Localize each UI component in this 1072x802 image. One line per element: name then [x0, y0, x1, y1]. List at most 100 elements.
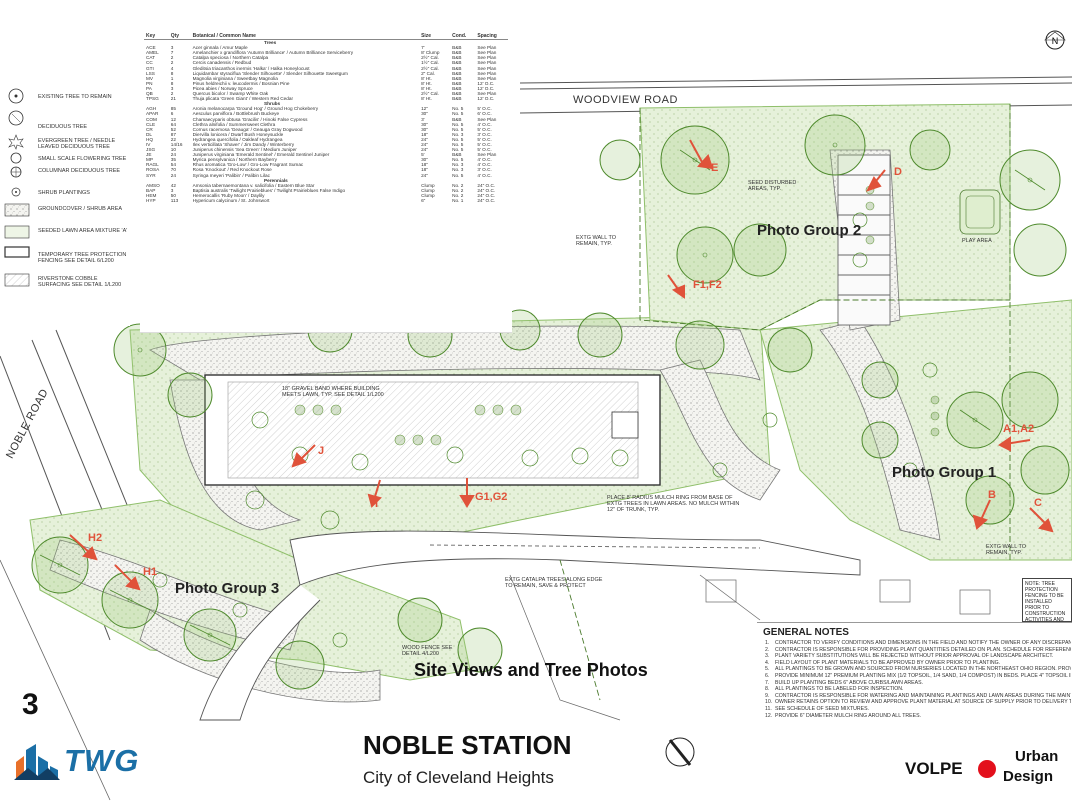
table-cell: 5' O.C.: [477, 147, 492, 153]
view-marker: I: [375, 498, 379, 510]
play-area-label: PLAY AREA: [962, 238, 992, 244]
note-number: 3.: [765, 653, 770, 660]
table-cell: See Plan: [477, 65, 497, 71]
table-cell: B&B: [452, 45, 462, 51]
plant-schedule-column-header: Cond.: [450, 34, 476, 41]
note-number: 4.: [765, 659, 770, 666]
table-cell: 12' O.C.: [477, 96, 495, 102]
table-cell: 4' O.C.: [477, 121, 492, 127]
table-cell: 35: [170, 157, 176, 163]
view-marker: J: [318, 445, 325, 457]
wall-remain-note-2: EXTG WALL TO REMAIN, TYP.: [576, 235, 617, 247]
table-cell: 24": [421, 141, 428, 147]
view-marker: C: [1034, 497, 1042, 509]
list-item: 4.FIELD LAYOUT OF PLANT MATERIALS TO BE …: [765, 660, 1071, 667]
table-cell: Amelanchier x grandiflora 'Autumn Brilli…: [192, 50, 354, 56]
table-cell: CAT: [146, 55, 156, 61]
page-number: 3: [22, 688, 39, 721]
plant-schedule-section: Shrubs: [144, 101, 508, 106]
table-cell: 3: [170, 85, 174, 91]
table-cell: 2½" Cal.: [421, 55, 439, 61]
table-cell: No. 3: [452, 167, 464, 173]
table-cell: 30": [421, 121, 428, 127]
catalpa-note: EXTG CATALPA TREES ALONG EDGE TO REMAIN,…: [505, 577, 603, 589]
table-cell: 6": [421, 198, 426, 203]
cobble-icon: [4, 273, 30, 287]
table-cell: 1½" Cal.: [421, 60, 439, 66]
table-cell: B&B: [452, 85, 462, 91]
table-cell: 7': [421, 45, 425, 51]
table-cell: Clump: [421, 192, 435, 198]
table-cell: No. 2: [452, 187, 464, 193]
view-marker: F1,F2: [693, 279, 722, 291]
legend-label: COLUMNAR DECIDUOUS TREE: [38, 168, 121, 174]
groundcover-icon: [4, 203, 30, 217]
note-number: 12.: [765, 712, 773, 719]
table-cell: 85: [170, 106, 176, 112]
table-cell: Hydrangea quercifolia / Oakleaf Hydrange…: [192, 136, 283, 142]
table-cell: 18": [421, 162, 428, 168]
photo-group-3: Photo Group 3: [175, 580, 280, 597]
view-marker: H1: [143, 566, 158, 578]
table-cell: 5' O.C.: [477, 106, 492, 112]
table-cell: Hemerocallis 'Ruby Moon' / Daylily: [192, 192, 265, 198]
table-cell: No. 5: [452, 172, 464, 178]
table-cell: 54: [170, 162, 176, 168]
table-cell: Amsonia tabernaemontana v. salicifolia /…: [192, 182, 315, 188]
table-cell: See Plan: [477, 75, 497, 81]
table-cell: GTI: [146, 65, 154, 71]
table-cell: Aronia melanocarpa 'Ground Hog' / Ground…: [192, 106, 319, 112]
table-cell: See Plan: [477, 50, 497, 56]
view-marker: H2: [88, 532, 103, 544]
table-cell: AGH: [146, 106, 157, 112]
table-cell: 12": [421, 106, 428, 112]
list-item: 10.OWNER RETAINS OPTION TO REVIEW AND AP…: [765, 699, 1071, 706]
existing-tree-icon: [8, 88, 24, 104]
north-arrow-icon: N: [1044, 30, 1066, 50]
table-cell: 42: [170, 182, 176, 188]
table-cell: Juniperus chinensis 'Sea Green' / Medium…: [192, 147, 297, 153]
table-cell: Aesculus parviflora / Bottlebrush Buckey…: [192, 111, 280, 117]
table-cell: 3' O.C.: [477, 167, 492, 173]
table-cell: 2: [170, 91, 174, 97]
table-cell: 24" O.C.: [477, 192, 496, 198]
table-cell: 5': [421, 152, 425, 158]
table-cell: 8' Clump: [421, 50, 440, 56]
table-cell: 8' Ht.: [421, 80, 432, 86]
table-cell: BAP: [146, 187, 156, 193]
table-cell: B&B: [452, 152, 462, 158]
table-cell: 2" Cal.: [421, 70, 435, 76]
table-cell: Pinus heldreichii v. leucodermis / Bosni…: [192, 80, 290, 86]
road-label-woodview: WOODVIEW ROAD: [573, 94, 678, 106]
table-cell: QB: [146, 91, 153, 97]
mulch-ring-note: PLACE 8' RADIUS MULCH RING FROM BASE OF …: [607, 495, 740, 513]
table-cell: 7: [170, 50, 174, 56]
table-cell: CC: [146, 60, 153, 66]
table-cell: Syringa meyeri 'Palibin' / Palibin Lilac: [192, 172, 270, 178]
note-text: CONTRACTOR IS RESPONSIBLE FOR PROVIDING …: [775, 646, 1071, 653]
table-cell: See Plan: [477, 70, 497, 76]
plant-schedule-column-header: Size: [419, 34, 451, 41]
table-cell: No. 3: [452, 131, 464, 137]
table-cell: TPSG: [146, 96, 159, 102]
table-cell: See Plan: [477, 60, 497, 66]
table-cell: No. 5: [452, 136, 464, 142]
table-cell: No. 5: [452, 147, 464, 153]
table-cell: 12' O.C.: [477, 85, 495, 91]
wood-fence-note: WOOD FENCE SEE DETAIL 4/L200: [402, 645, 453, 657]
legend-label: SHRUB PLANTINGS: [38, 190, 90, 196]
tree-protection-note: NOTE: TREE PROTECTION FENCING TO BE INST…: [1022, 578, 1072, 622]
note-number: 10.: [765, 699, 773, 706]
note-text: SEE SCHEDULE OF SEED MIXTURES.: [775, 705, 869, 712]
table-cell: MP: [146, 157, 154, 163]
